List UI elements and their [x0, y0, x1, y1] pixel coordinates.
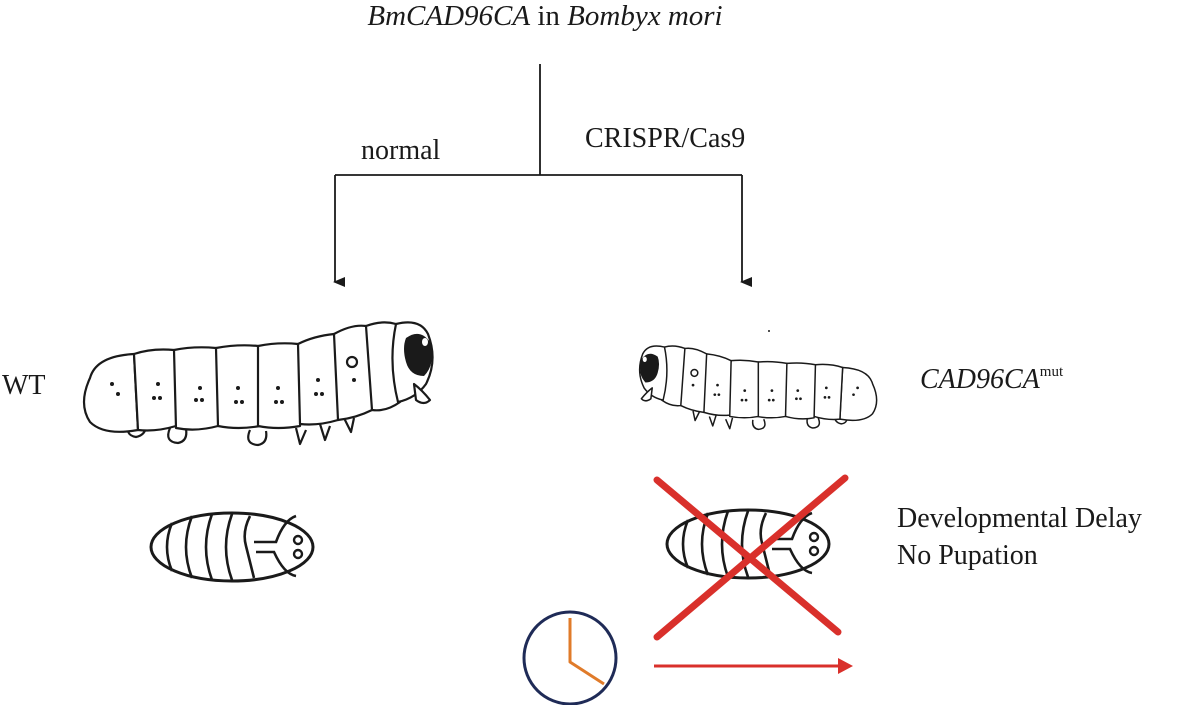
label-wild-type: WT	[2, 370, 46, 401]
silkworm-larva-icon	[638, 345, 878, 431]
mutant-gene-name: CAD96CA	[920, 364, 1040, 395]
phenotype-line-1: Developmental Delay	[897, 503, 1142, 534]
diagram-title: BmCAD96CA in Bombyx mori	[0, 2, 1090, 31]
branch-label-crispr: CRISPR/Cas9	[585, 123, 746, 154]
pupa-icon	[149, 511, 315, 583]
flow-tree	[333, 64, 752, 287]
title-species: Bombyx mori	[567, 0, 723, 32]
branch-label-normal: normal	[361, 135, 441, 166]
pupa-icon	[665, 508, 831, 580]
no-pupation-cross-icon	[653, 474, 849, 641]
phenotype-line-2: No Pupation	[897, 540, 1038, 571]
clock-icon	[522, 610, 618, 705]
title-gene: BmCAD96CA	[367, 0, 531, 32]
title-connector: in	[537, 0, 560, 32]
mutant-superscript: mut	[1039, 363, 1064, 380]
delay-arrow	[654, 658, 853, 674]
silkworm-larva-icon	[82, 321, 434, 447]
label-mutant: CAD96CAmut	[920, 363, 1064, 395]
stray-dot	[768, 330, 770, 332]
